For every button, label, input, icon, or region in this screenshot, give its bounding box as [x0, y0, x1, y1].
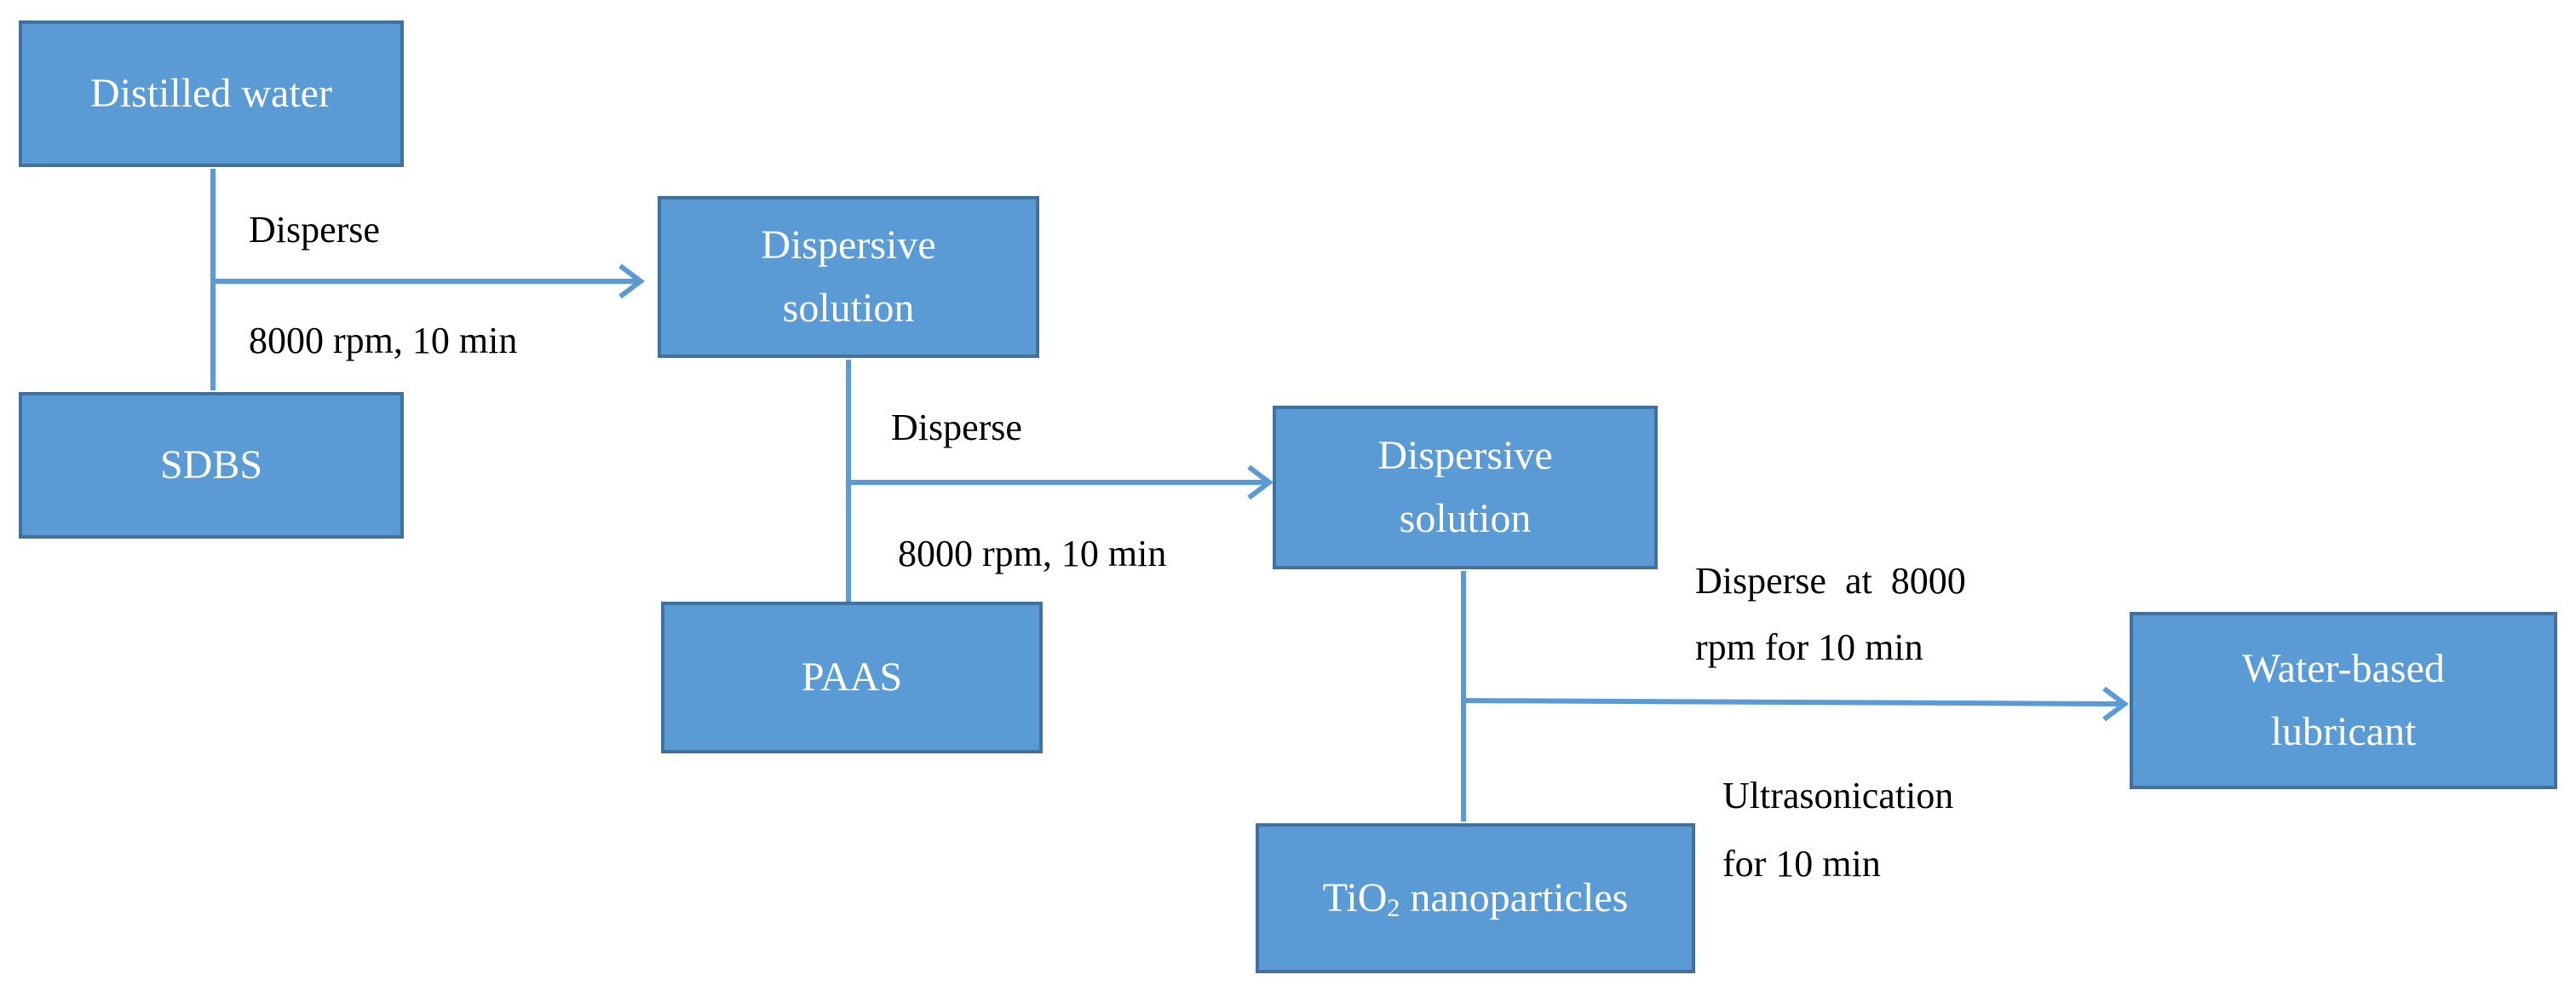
step3-top-label-line-2: rpm for 10 min	[1695, 626, 1923, 668]
node-lubricant-line-1: Water-based	[2242, 646, 2445, 691]
tio2-subscript: 2	[1387, 894, 1400, 922]
step2-top-label: Disperse	[891, 407, 1022, 448]
node-sdbs-label: SDBS	[159, 442, 263, 487]
node-distilled-water: Distilled water	[19, 20, 404, 167]
node-dispersive-solution-2-line-2: solution	[1399, 496, 1532, 541]
node-distilled-water-label: Distilled water	[90, 71, 332, 116]
step3-bottom-label-line-2: for 10 min	[1722, 843, 1881, 885]
node-dispersive-solution-2-line-1: Dispersive	[1377, 433, 1553, 478]
node-tio2-nanoparticles: TiO2 nanoparticles	[1256, 823, 1695, 973]
arrowhead-3	[2102, 686, 2129, 722]
arrow-to-lubricant	[1463, 698, 2125, 707]
node-water-based-lubricant: Water-based lubricant	[2130, 612, 2557, 789]
step1-top-label: Disperse	[249, 209, 380, 251]
step3-top-label-line-1: Disperse at 8000	[1695, 560, 1966, 602]
step2-bottom-label: 8000 rpm, 10 min	[898, 533, 1167, 574]
tio2-suffix: nanoparticles	[1400, 875, 1629, 920]
node-dispersive-solution-1-line-2: solution	[782, 285, 915, 331]
arrowhead-2	[1247, 464, 1274, 500]
node-tio2-label: TiO2 nanoparticles	[1323, 867, 1629, 930]
node-sdbs: SDBS	[19, 392, 404, 539]
step3-bottom-label-line-1: Ultrasonication	[1722, 775, 1954, 816]
tio2-prefix: TiO	[1322, 875, 1388, 920]
node-paas: PAAS	[661, 602, 1043, 753]
arrowhead-1	[618, 263, 645, 299]
node-dispersive-solution-1: Dispersive solution	[658, 196, 1039, 358]
node-dispersive-solution-2: Dispersive solution	[1273, 406, 1658, 569]
node-lubricant-line-2: lubricant	[2270, 709, 2417, 754]
node-dispersive-solution-1-line-1: Dispersive	[761, 222, 936, 268]
step1-bottom-label: 8000 rpm, 10 min	[249, 320, 518, 361]
node-paas-label: PAAS	[801, 655, 903, 700]
